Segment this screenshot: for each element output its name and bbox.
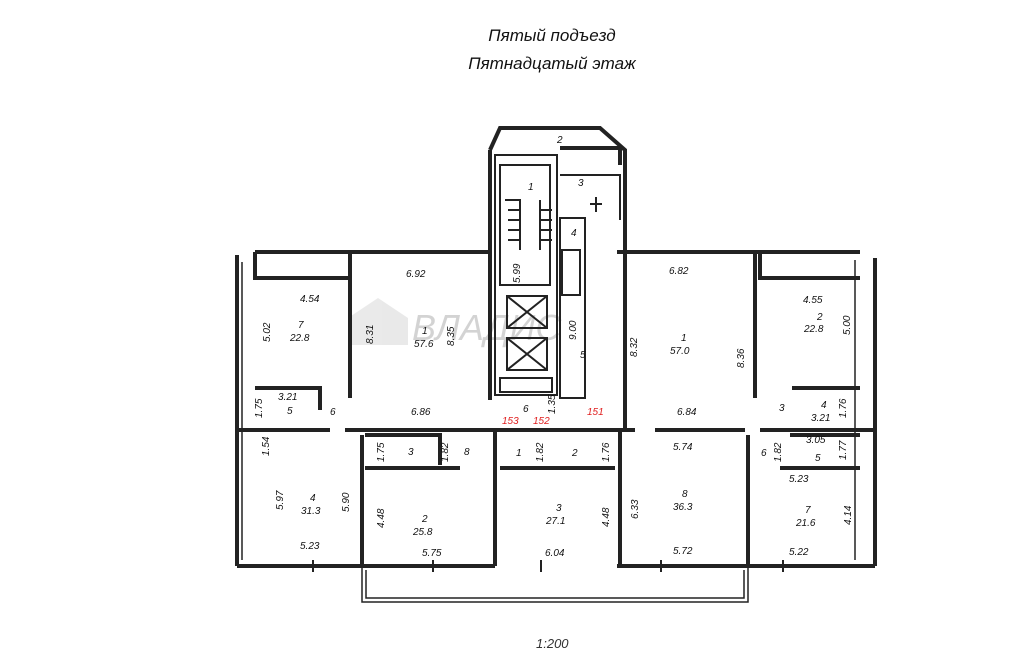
svg-text:21.6: 21.6 [795, 518, 816, 529]
svg-text:6: 6 [761, 448, 767, 459]
svg-text:1: 1 [528, 182, 534, 193]
floor-title: Пятнадцатый этаж [468, 54, 636, 73]
svg-text:8.35: 8.35 [446, 326, 457, 346]
svg-text:31.3: 31.3 [301, 506, 321, 517]
svg-text:4.14: 4.14 [843, 505, 854, 525]
svg-text:1.82: 1.82 [535, 442, 546, 462]
flat-numbers: 153 152 151 [502, 407, 604, 427]
svg-text:1.75: 1.75 [254, 398, 265, 418]
svg-text:2: 2 [556, 135, 563, 146]
svg-text:7: 7 [805, 505, 811, 516]
svg-text:1.76: 1.76 [838, 398, 849, 418]
svg-text:3.21: 3.21 [811, 413, 830, 424]
svg-text:1: 1 [516, 448, 522, 459]
svg-text:5.97: 5.97 [275, 490, 286, 510]
svg-text:6.92: 6.92 [406, 269, 426, 280]
svg-text:4.48: 4.48 [376, 508, 387, 528]
svg-text:5.75: 5.75 [422, 548, 442, 559]
right-apartment-labels: 6.82 1 57.0 8.32 8.36 4.55 2 22.8 5.00 3… [629, 266, 854, 558]
svg-text:8: 8 [682, 489, 688, 500]
svg-text:7: 7 [298, 320, 304, 331]
svg-text:5.00: 5.00 [842, 315, 853, 335]
core-labels: 2 1 3 4 5 6 5.99 9.00 1.35 [512, 135, 586, 415]
flat-151: 151 [587, 407, 604, 418]
scale-label: 1:200 [536, 636, 569, 651]
svg-text:1.76: 1.76 [601, 442, 612, 462]
svg-text:22.8: 22.8 [803, 324, 824, 335]
svg-text:36.3: 36.3 [673, 502, 693, 513]
svg-text:9.00: 9.00 [568, 320, 579, 340]
svg-text:57.6: 57.6 [414, 339, 434, 350]
entrance-title: Пятый подъезд [488, 26, 616, 45]
svg-text:5.72: 5.72 [673, 546, 693, 557]
svg-text:2: 2 [571, 448, 578, 459]
svg-text:8.36: 8.36 [736, 348, 747, 368]
svg-text:6.86: 6.86 [411, 407, 431, 418]
watermark: ВЛАДИС [348, 298, 562, 348]
flat-152: 152 [533, 416, 550, 427]
svg-text:6.04: 6.04 [545, 548, 565, 559]
svg-text:4.48: 4.48 [601, 507, 612, 527]
window-marks [312, 197, 784, 572]
svg-text:6: 6 [523, 404, 529, 415]
svg-text:6.82: 6.82 [669, 266, 689, 277]
svg-text:2: 2 [816, 312, 823, 323]
svg-text:57.0: 57.0 [670, 346, 690, 357]
svg-text:1.82: 1.82 [440, 442, 451, 462]
svg-text:2: 2 [421, 514, 428, 525]
svg-text:1.77: 1.77 [838, 440, 849, 460]
svg-text:5: 5 [287, 406, 293, 417]
svg-text:6.84: 6.84 [677, 407, 697, 418]
svg-text:3.21: 3.21 [278, 392, 297, 403]
svg-text:5: 5 [580, 350, 586, 361]
svg-text:1.82: 1.82 [773, 442, 784, 462]
svg-text:3: 3 [556, 503, 562, 514]
svg-text:5.74: 5.74 [673, 442, 693, 453]
svg-text:3: 3 [779, 403, 785, 414]
svg-text:5.99: 5.99 [512, 263, 523, 283]
stair-core [494, 154, 621, 399]
svg-text:25.8: 25.8 [412, 527, 433, 538]
svg-text:1.54: 1.54 [261, 436, 272, 456]
svg-text:8: 8 [464, 447, 470, 458]
svg-text:27.1: 27.1 [545, 516, 565, 527]
svg-text:4.55: 4.55 [803, 295, 823, 306]
svg-text:4: 4 [571, 228, 577, 239]
svg-text:5.23: 5.23 [300, 541, 320, 552]
svg-text:5.22: 5.22 [789, 547, 809, 558]
svg-text:4: 4 [310, 493, 316, 504]
svg-text:5.90: 5.90 [341, 492, 352, 512]
svg-text:1.35: 1.35 [547, 394, 558, 414]
svg-text:4.54: 4.54 [300, 294, 320, 305]
svg-text:5.23: 5.23 [789, 474, 809, 485]
svg-text:3.05: 3.05 [806, 435, 826, 446]
svg-text:4: 4 [821, 400, 827, 411]
svg-text:3: 3 [408, 447, 414, 458]
middle-apartment-labels: 1 1.82 2 1.76 3 27.1 4.48 6.04 [516, 442, 612, 559]
svg-text:1: 1 [681, 333, 687, 344]
svg-text:22.8: 22.8 [289, 333, 310, 344]
svg-text:6.33: 6.33 [630, 499, 641, 519]
svg-text:1.75: 1.75 [376, 442, 387, 462]
svg-text:8.32: 8.32 [629, 337, 640, 357]
balcony [241, 260, 856, 603]
svg-text:8.31: 8.31 [365, 325, 376, 344]
left-apartment-labels: 6.92 1 57.6 8.31 8.35 4.54 7 22.8 5.02 3… [254, 269, 470, 559]
svg-text:5: 5 [815, 453, 821, 464]
svg-text:3: 3 [578, 178, 584, 189]
flat-153: 153 [502, 416, 519, 427]
svg-text:5.02: 5.02 [262, 322, 273, 342]
svg-text:6: 6 [330, 407, 336, 418]
walls [235, 126, 877, 568]
svg-text:1: 1 [422, 326, 428, 337]
